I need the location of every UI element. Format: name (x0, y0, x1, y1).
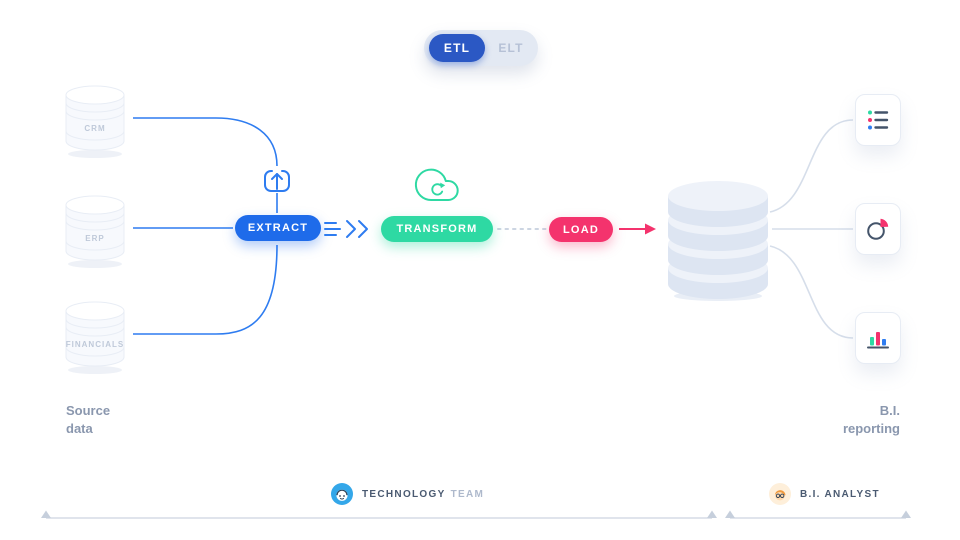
bi-analyst-label: B.I. ANALYST (800, 488, 880, 500)
upload-tray-icon (260, 164, 294, 203)
technology-team-group: TECHNOLOGY TEAM (331, 482, 484, 506)
cloud-sync-icon (412, 162, 462, 213)
source-database-crm: CRM (59, 77, 131, 161)
analyst-avatar-icon (769, 483, 791, 505)
source-data-caption: Source data (66, 403, 111, 436)
technology-team-suffix: TEAM (450, 488, 485, 500)
database-cylinder-icon (65, 85, 125, 158)
list-report-icon (855, 94, 901, 146)
technology-team-label: TECHNOLOGY (362, 488, 446, 500)
load-node: LOAD (549, 217, 613, 242)
source-database-financials: FINANCIALS (59, 293, 131, 377)
pie-chart-report-icon (855, 203, 901, 255)
database-cylinder-icon (65, 301, 125, 374)
bi-analyst-group: B.I. ANALYST (769, 482, 880, 506)
database-financials-label: FINANCIALS (65, 340, 125, 349)
technology-avatar-icon (331, 483, 353, 505)
extract-node: EXTRACT (235, 215, 321, 241)
database-cylinder-icon (65, 195, 125, 268)
toggle-option-etl[interactable]: ETL (429, 34, 485, 62)
etl-elt-toggle[interactable]: ETL ELT (424, 30, 538, 66)
database-crm-label: CRM (84, 124, 106, 133)
database-erp-label: ERP (85, 234, 105, 243)
transform-node: TRANSFORM (381, 216, 493, 242)
toggle-option-elt[interactable]: ELT (498, 41, 524, 55)
bi-reporting-caption: B.I. reporting (842, 403, 900, 436)
data-warehouse-icon (664, 168, 772, 309)
bar-chart-report-icon (855, 312, 901, 364)
chevron-flow-icon (323, 217, 375, 246)
source-database-erp: ERP (59, 187, 131, 271)
